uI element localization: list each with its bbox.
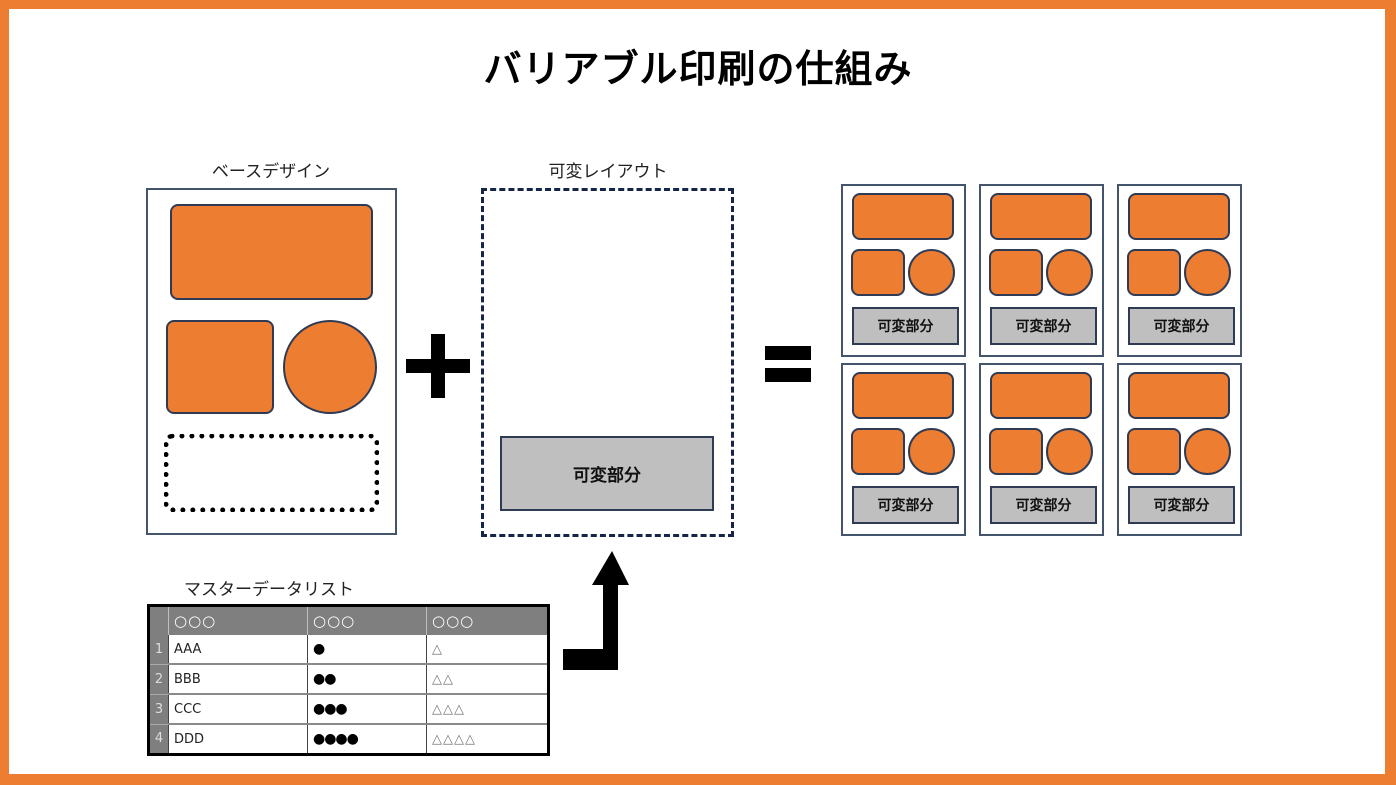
table-header-cell: ○○○ <box>307 605 427 635</box>
base-design-label: ベースデザイン <box>211 162 331 182</box>
triangles-cell: △ <box>426 635 549 665</box>
name-cell: AAA <box>168 635 308 665</box>
plus-icon <box>406 334 470 398</box>
card-circle <box>1184 249 1231 296</box>
page-title: バリアブル印刷の仕組み <box>483 47 913 91</box>
variable-part-box: 可変部分 <box>500 436 714 511</box>
card-top-rect <box>852 193 954 240</box>
table-header-cell: ○○○ <box>426 605 549 635</box>
card-circle <box>1184 428 1231 475</box>
variable-layout-page <box>481 188 734 537</box>
card-square <box>851 249 905 296</box>
name-cell: BBB <box>168 664 308 695</box>
table-header-cell: ○○○ <box>168 605 308 635</box>
card-variable-part: 可変部分 <box>852 307 959 345</box>
equals-icon <box>765 346 811 384</box>
variable-layout-label: 可変レイアウト <box>548 162 668 182</box>
card-variable-part: 可変部分 <box>990 307 1097 345</box>
card-square <box>1127 428 1181 475</box>
triangles-cell: △△ <box>426 664 549 695</box>
card-square <box>989 428 1043 475</box>
triangles-cell: △△△ <box>426 694 549 725</box>
card-top-rect <box>990 193 1092 240</box>
base-placeholder-dotted <box>164 434 379 512</box>
card-top-rect <box>990 372 1092 419</box>
base-square <box>166 320 274 414</box>
row-number: 1 <box>148 635 169 665</box>
base-circle <box>283 320 377 414</box>
card-circle <box>1046 249 1093 296</box>
dots-cell: ●●● <box>307 694 427 725</box>
card-variable-part: 可変部分 <box>852 486 959 524</box>
dots-cell: ● <box>307 635 427 665</box>
row-number: 2 <box>148 664 169 695</box>
card-square <box>851 428 905 475</box>
card-circle <box>1046 428 1093 475</box>
card-variable-part: 可変部分 <box>990 486 1097 524</box>
dots-cell: ●● <box>307 664 427 695</box>
row-number: 3 <box>148 694 169 725</box>
card-top-rect <box>852 372 954 419</box>
triangles-cell: △△△△ <box>426 724 549 756</box>
card-variable-part: 可変部分 <box>1128 307 1235 345</box>
card-variable-part: 可変部分 <box>1128 486 1235 524</box>
base-top-rect <box>170 204 373 300</box>
name-cell: CCC <box>168 694 308 725</box>
name-cell: DDD <box>168 724 308 756</box>
master-list-label: マスターデータリスト <box>184 580 354 600</box>
table-header-row: ○○○ ○○○ ○○○ <box>148 605 549 635</box>
table-header-corner <box>148 605 169 635</box>
card-top-rect <box>1128 193 1230 240</box>
row-number: 4 <box>148 724 169 755</box>
card-square <box>1127 249 1181 296</box>
arrow-up-icon <box>563 551 629 670</box>
card-top-rect <box>1128 372 1230 419</box>
card-circle <box>908 428 955 475</box>
card-circle <box>908 249 955 296</box>
arrow-shape <box>563 551 629 670</box>
card-square <box>989 249 1043 296</box>
dots-cell: ●●●● <box>307 724 427 756</box>
